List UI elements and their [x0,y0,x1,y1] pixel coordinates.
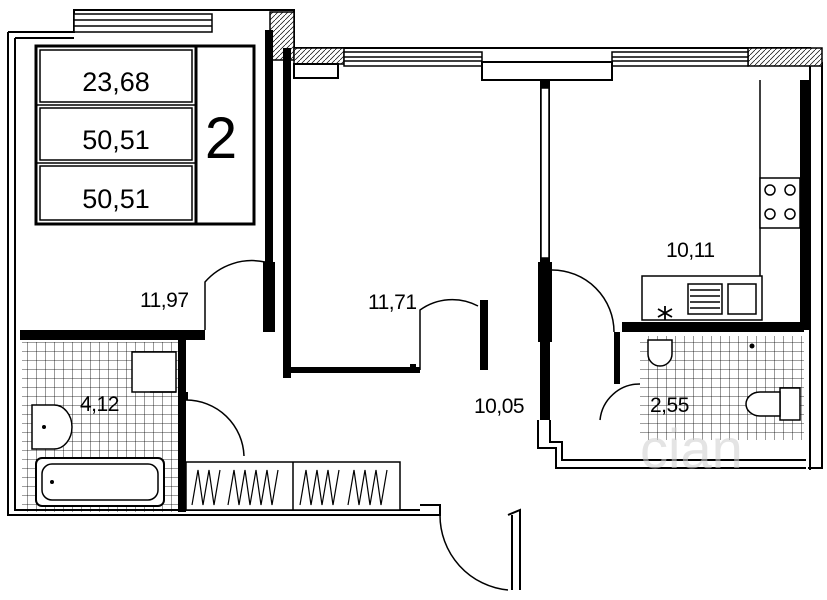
partition-slot [540,87,550,259]
fridge-asterisk-icon [657,306,673,320]
toilet [745,387,801,421]
room-left-area: 11,97 [140,289,189,312]
hall-area: 10,05 [474,395,524,418]
door-jamb-right [538,262,552,342]
bathtub [35,457,165,507]
doors [185,259,641,591]
entrance-walls [420,420,806,590]
total-area-repeat-value: 50,51 [82,184,150,214]
rooms-count: 2 [205,106,237,171]
washing-box [131,351,177,393]
windows [73,13,749,67]
kitchen-area: 10,11 [666,239,715,262]
watermark: cian [640,417,743,480]
toilet-area: 2,55 [650,394,689,417]
window-pier [481,61,613,81]
room-center-area: 11,71 [368,291,417,314]
stove [759,177,801,229]
top-wall-hatch-right [747,47,823,67]
kitchen-sink-unit [641,275,763,321]
toilet-sink [647,339,673,367]
top-wall-hatch-mid [293,47,345,65]
living-area-value: 23,68 [82,67,150,97]
bathroom-sink [31,404,73,450]
bathroom-area: 4,12 [80,393,119,416]
door-jamb-left [263,262,275,332]
window-pier-left [293,63,339,79]
total-area-value: 50,51 [82,125,150,155]
wardrobe [185,461,401,511]
summary-box [34,44,256,226]
